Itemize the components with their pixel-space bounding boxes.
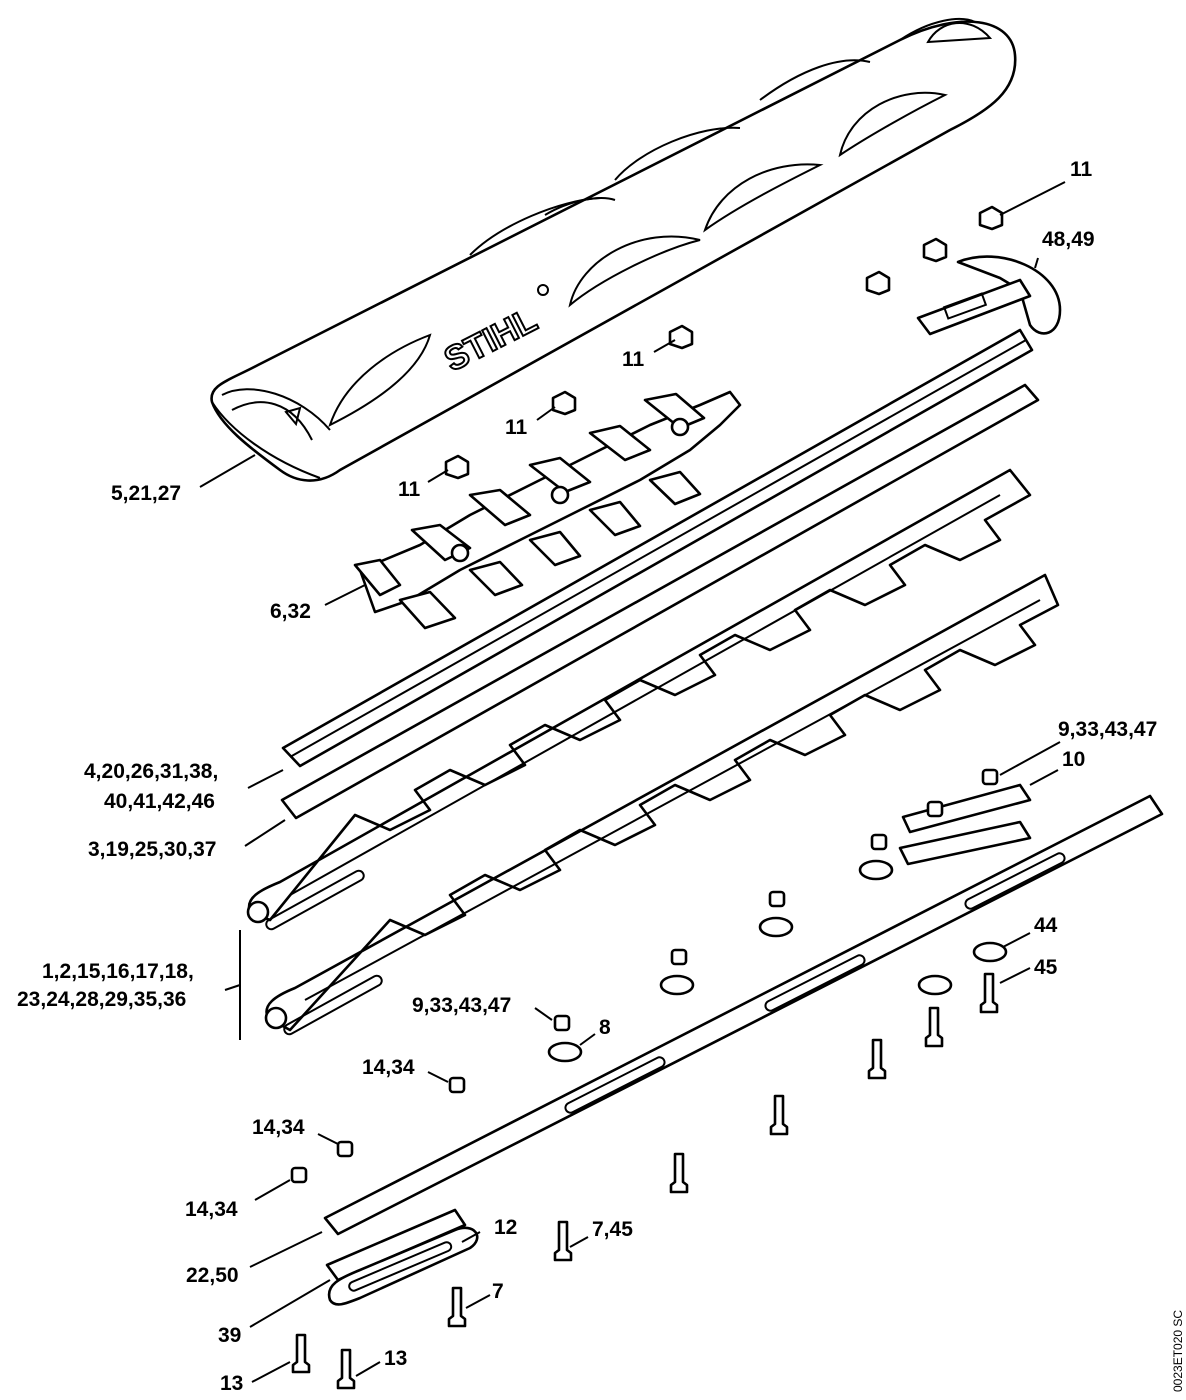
- cutter-blade-upper: [246, 468, 1032, 931]
- slide-guide: [327, 1226, 479, 1306]
- washers: [547, 859, 1008, 1063]
- pressure-plate: [898, 783, 1032, 866]
- stiffener-bar-lower: [280, 383, 1040, 820]
- callout-1-2-line2: 23,24,28,29,35,36: [17, 988, 186, 1011]
- callout-3-19-25-30-37: 3,19,25,30,37: [88, 838, 216, 861]
- callout-13-b: 13: [384, 1347, 407, 1370]
- callout-11-d: 11: [398, 478, 421, 501]
- callout-4-20-line2: 40,41,42,46: [104, 790, 215, 813]
- blade-holder: [353, 390, 742, 630]
- callout-14-34-a: 14,34: [362, 1056, 415, 1079]
- callout-12: 12: [494, 1216, 517, 1239]
- callout-14-34-b: 14,34: [252, 1116, 305, 1139]
- callout-7: 7: [492, 1280, 504, 1303]
- callout-5-21-27: 5,21,27: [111, 482, 181, 505]
- callout-11-a: 11: [1070, 158, 1093, 181]
- drawing-code: 0023ET020 SC: [1171, 1310, 1185, 1392]
- callout-39: 39: [218, 1324, 241, 1347]
- spacer-sleeves: [290, 768, 999, 1184]
- callout-7-45: 7,45: [592, 1218, 633, 1241]
- callout-10: 10: [1062, 748, 1085, 771]
- callout-14-34-c: 14,34: [185, 1198, 238, 1221]
- callout-4-20-line1: 4,20,26,31,38,: [84, 760, 218, 783]
- stiffener-bar-upper: [281, 328, 1034, 768]
- callout-1-2-line1: 1,2,15,16,17,18,: [42, 960, 194, 983]
- blade-guard: STIHL: [210, 18, 1017, 482]
- blade-end-guard: [916, 255, 1062, 336]
- callout-48-49: 48,49: [1042, 228, 1095, 251]
- callout-11-c: 11: [505, 416, 528, 439]
- callout-8: 8: [599, 1016, 611, 1039]
- spacer-plate: [325, 1208, 467, 1282]
- callout-9-33-43-47-a: 9,33,43,47: [1058, 718, 1157, 741]
- hex-nuts: [444, 205, 1004, 480]
- cutter-blade-lower: [239, 573, 1060, 1040]
- callout-22-50: 22,50: [186, 1264, 239, 1287]
- callout-13-a: 13: [220, 1372, 243, 1395]
- callout-11-b: 11: [622, 348, 645, 371]
- callout-44: 44: [1034, 914, 1058, 937]
- callout-9-33-43-47-b: 9,33,43,47: [412, 994, 511, 1017]
- callout-6-32: 6,32: [270, 600, 311, 623]
- callout-45: 45: [1034, 956, 1058, 979]
- leader-lines: [199, 181, 1066, 1383]
- screws: [291, 972, 999, 1390]
- support-bar: [323, 794, 1164, 1236]
- callout-labels: 11 48,49 11 11 11 5,21,27 6,32 4,20,26,3…: [17, 158, 1157, 1395]
